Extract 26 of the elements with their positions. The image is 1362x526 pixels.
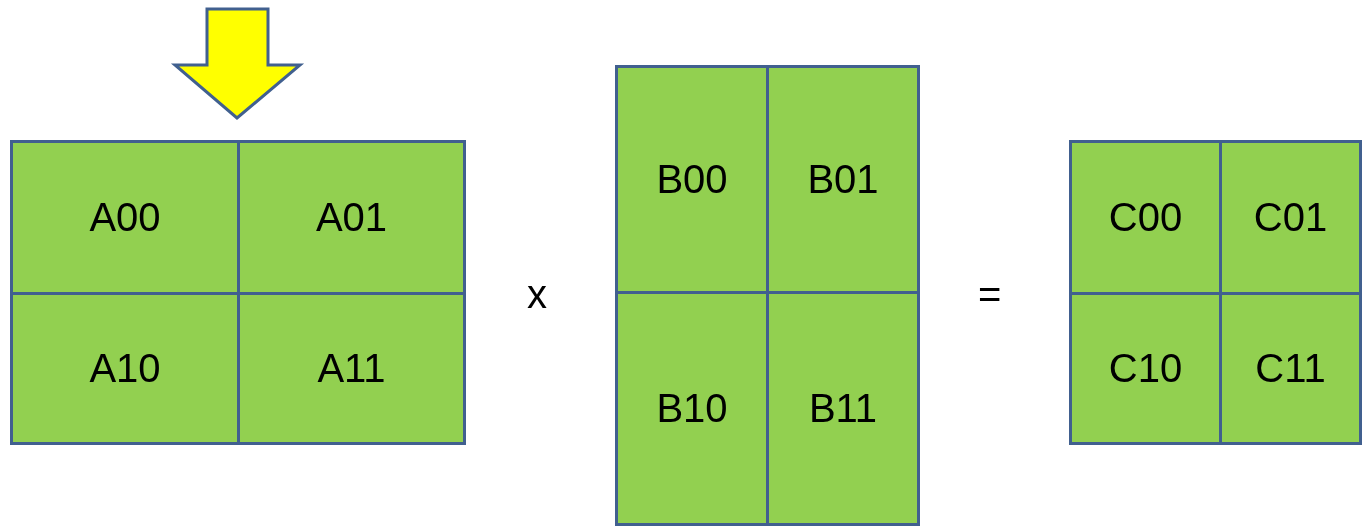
cell-label: B01	[807, 157, 879, 202]
cell-label: A01	[315, 195, 388, 240]
cell-label: B11	[808, 386, 878, 431]
matrix-cell	[615, 291, 769, 526]
cell-label: C01	[1253, 195, 1328, 240]
cell-label: B00	[656, 157, 728, 202]
matrix-cell	[10, 140, 240, 295]
matrix-cell	[766, 291, 920, 526]
matrix-cell	[10, 292, 240, 445]
matrix-cell	[1069, 292, 1222, 445]
matrix-cell	[1219, 292, 1362, 445]
matrix-cell	[237, 292, 466, 445]
operator-symbol: x	[527, 272, 547, 317]
cell-label: A10	[89, 346, 161, 391]
matrix-cell	[237, 140, 466, 295]
cell-label: C11	[1255, 346, 1326, 391]
matrix-cell	[615, 65, 769, 294]
cell-label: A11	[317, 346, 386, 391]
cell-label: C10	[1108, 346, 1183, 391]
operator-symbol: =	[978, 272, 1002, 317]
matrix-cell	[1219, 140, 1362, 295]
matrix-cell	[1069, 140, 1222, 295]
cell-label: B10	[656, 386, 728, 431]
cell-label: C00	[1108, 195, 1183, 240]
cell-label: A00	[89, 195, 161, 240]
matrix-cell	[766, 65, 920, 294]
